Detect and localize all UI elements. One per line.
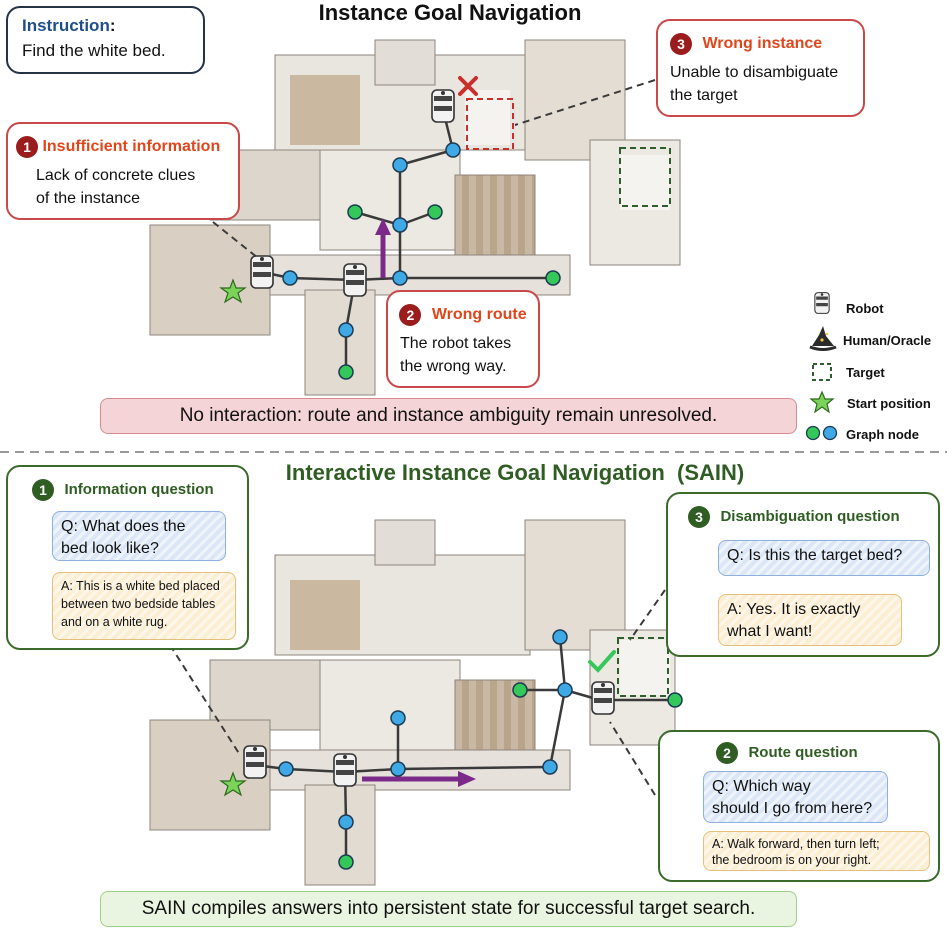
target-box-top: [619, 147, 671, 207]
robot-icon: [343, 263, 367, 297]
answer-text: the bedroom is on your right.: [712, 853, 872, 867]
legend-node-green: [805, 425, 821, 441]
callout-text: of the instance: [36, 190, 141, 207]
top-route-arrow: [375, 218, 391, 278]
top-title: Instance Goal Navigation: [318, 0, 582, 25]
step-number-badge: 2: [399, 304, 422, 326]
callout-title: Wrong instance: [702, 35, 823, 53]
legend-robot: Robot: [846, 296, 884, 320]
callout-insufficient-information: 1 Insufficient information Lack of concr…: [6, 122, 240, 220]
answer-text: A: Yes. It is exactly: [727, 601, 861, 618]
answer-text: between two bedside tables: [61, 597, 216, 611]
legend-star-icon: [809, 390, 835, 414]
robot-question-bubble: Q: What does the bed look like?: [52, 511, 226, 561]
connector-line: [212, 221, 259, 259]
question-text: Q: Is this the target bed?: [727, 547, 903, 564]
robot-icon: [431, 89, 455, 123]
robot-icon: [243, 745, 267, 779]
callout-title: Route question: [748, 744, 858, 762]
legend-label: Start position: [847, 395, 931, 411]
oracle-answer-bubble: A: Walk forward, then turn left; the bed…: [703, 831, 930, 871]
callout-text: the target: [670, 87, 738, 104]
connector-line: [514, 79, 656, 126]
connector-line: [629, 589, 666, 641]
legend-label: Robot: [846, 300, 884, 316]
bottom-graph-nodes: [278, 629, 683, 870]
oracle-answer-bubble: A: Yes. It is exactly what I want!: [718, 594, 902, 646]
robot-icon: [250, 255, 274, 289]
legend-node-blue: [822, 425, 838, 441]
legend-label: Human/Oracle: [843, 332, 932, 348]
step-number-badge: 1: [16, 136, 38, 158]
instruction-text: Find the white bed.: [22, 41, 166, 60]
robot-question-bubble: Q: Which way should I go from here?: [703, 771, 888, 823]
oracle-answer-bubble: A: This is a white bed placed between tw…: [52, 572, 236, 640]
legend-node: Graph node: [846, 422, 919, 446]
callout-text: The robot takes: [400, 335, 512, 352]
robot-question-bubble: Q: Is this the target bed?: [718, 540, 930, 576]
answer-text: and on a white rug.: [61, 615, 168, 629]
question-text: bed look like?: [61, 540, 159, 557]
legend-hat-icon: [808, 324, 838, 351]
step-number-badge: 3: [670, 33, 692, 55]
callout-wrong-route: 2 Wrong route The robot takes the wrong …: [386, 290, 540, 388]
target-box-bottom: [617, 637, 669, 697]
check-icon: [588, 650, 616, 673]
answer-text: A: Walk forward, then turn left;: [712, 837, 880, 851]
top-floorplan: [149, 39, 681, 396]
callout-text: Unable to disambiguate: [670, 64, 839, 81]
answer-text: what I want!: [727, 623, 813, 640]
bottom-title: Interactive Instance Goal Navigation (SA…: [285, 460, 745, 485]
callout-text: Lack of concrete clues: [36, 167, 196, 184]
top-summary-banner: No interaction: route and instance ambig…: [100, 398, 797, 434]
question-text: should I go from here?: [712, 800, 873, 817]
bottom-route-arrow: [362, 771, 476, 787]
start-star-icon: [219, 771, 247, 797]
legend-target: Target: [846, 360, 885, 384]
question-text: Q: Which way: [712, 778, 811, 795]
instruction-label: Instruction: [22, 16, 110, 35]
question-text: Q: What does the: [61, 518, 186, 535]
callout-title: Information question: [64, 481, 214, 499]
start-star-icon: [219, 278, 247, 304]
legend-human: Human/Oracle: [843, 328, 931, 352]
callout-title: Wrong route: [431, 306, 527, 324]
bottom-summary-banner: SAIN compiles answers into persistent st…: [100, 891, 797, 927]
answer-text: A: This is a white bed placed: [61, 579, 220, 593]
legend-start: Start position: [847, 391, 931, 415]
callout-wrong-instance: 3 Wrong instance Unable to disambiguate …: [656, 19, 865, 117]
cross-icon: [458, 76, 478, 96]
callout-text: the wrong way.: [400, 358, 507, 375]
instruction-colon: :: [109, 16, 116, 35]
step-number-badge: 1: [32, 479, 54, 501]
instruction-box: Instruction: Find the white bed.: [6, 6, 205, 74]
callout-title: Insufficient information: [42, 138, 221, 156]
legend-label: Target: [846, 364, 885, 380]
connector-line: [609, 721, 656, 796]
legend-target-icon: [812, 363, 832, 381]
connector-line: [169, 644, 241, 756]
step-number-badge: 2: [716, 742, 738, 764]
step-number-badge: 3: [688, 506, 710, 528]
top-graph-nodes: [282, 142, 561, 380]
callout-title: Disambiguation question: [720, 508, 900, 526]
wrong-target-box: [466, 98, 514, 150]
robot-icon: [591, 681, 615, 715]
legend-label: Graph node: [846, 426, 919, 442]
robot-icon: [333, 753, 357, 787]
legend-robot-icon: [814, 292, 830, 314]
